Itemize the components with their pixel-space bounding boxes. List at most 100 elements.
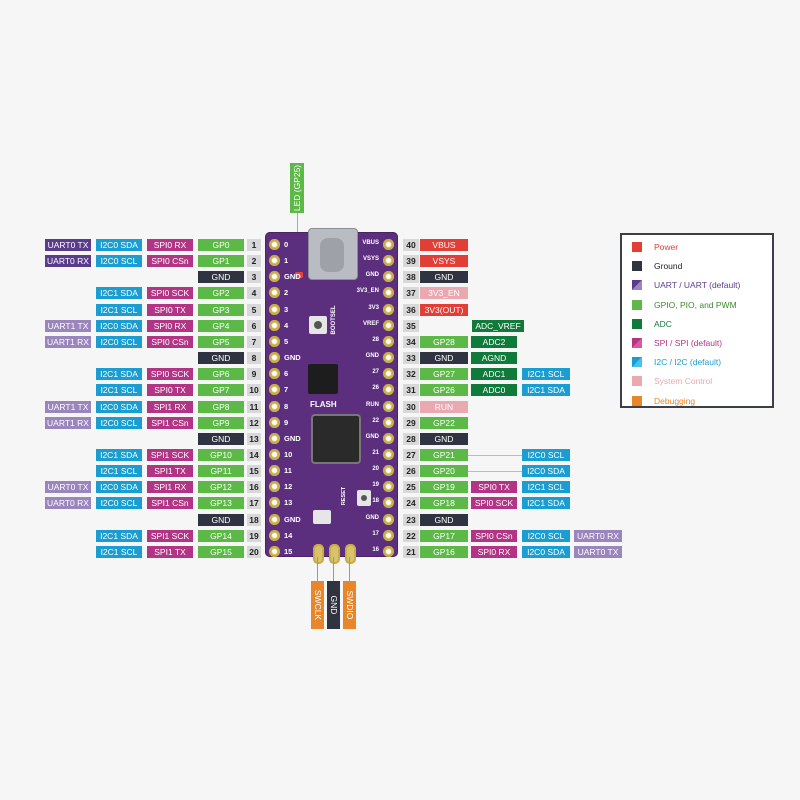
pin-label-i2c: I2C1 SDA bbox=[522, 497, 570, 510]
pin-number: 36 bbox=[403, 303, 419, 316]
pin-label-gpio: GP14 bbox=[198, 529, 244, 542]
pin-label-i2c: I2C0 SDA bbox=[96, 239, 142, 251]
silk-label: GND bbox=[365, 353, 379, 360]
pin-pad bbox=[269, 384, 280, 396]
debug-leader bbox=[333, 557, 334, 581]
pin-label-spi: SPI0 TX bbox=[471, 481, 517, 494]
legend-item-spi: SPI / SPI (default) bbox=[630, 337, 770, 349]
debug-leader bbox=[349, 557, 350, 581]
pin-label-i2c: I2C1 SCL bbox=[522, 481, 570, 494]
legend-text: Debugging bbox=[654, 395, 696, 406]
pin-number: 33 bbox=[403, 352, 419, 365]
pin-label-gpio: GP22 bbox=[420, 416, 468, 429]
pin-pad bbox=[383, 416, 394, 428]
debug-pad bbox=[345, 544, 356, 564]
silk-label: 1 bbox=[284, 256, 289, 266]
flash-chip bbox=[308, 364, 338, 394]
pin-label-gnd: GND bbox=[198, 513, 244, 526]
pin-label-gpio: GP11 bbox=[198, 465, 244, 478]
silk-label: 9 bbox=[284, 417, 289, 427]
pin-label-i2c: I2C1 SCL bbox=[96, 384, 142, 397]
pin-pad bbox=[269, 448, 280, 460]
pin-pad bbox=[383, 497, 394, 509]
pin-number: 28 bbox=[403, 432, 419, 445]
silk-label: 17 bbox=[372, 530, 379, 537]
bootsel-silk: BOOTSEL bbox=[331, 305, 337, 335]
silk-label: 21 bbox=[372, 449, 379, 456]
pin-label-gpio: GP8 bbox=[198, 400, 244, 413]
pin-number: 7 bbox=[247, 335, 261, 348]
pin-label-i2c: I2C0 SCL bbox=[96, 255, 142, 268]
silk-label: VBUS bbox=[362, 240, 379, 246]
pin-label-gpio: GP16 bbox=[420, 545, 468, 558]
pin-number: 20 bbox=[247, 545, 261, 558]
pin-number: 22 bbox=[403, 529, 419, 542]
pin-label-gnd: GND bbox=[198, 352, 244, 365]
legend-swatch bbox=[632, 280, 642, 291]
pin-label-sys: 3V3_EN bbox=[420, 287, 468, 300]
pin-pad bbox=[269, 352, 280, 364]
silk-label: 28 bbox=[372, 336, 379, 343]
pin-number: 13 bbox=[247, 432, 261, 445]
pin-label-spi: SPI1 TX bbox=[147, 545, 193, 558]
pin-label-i2c: I2C0 SDA bbox=[96, 400, 142, 413]
pin-pad bbox=[383, 432, 394, 444]
legend-swatch bbox=[632, 357, 642, 368]
pin-label-i2c: I2C0 SDA bbox=[522, 465, 570, 478]
pin-label-uart: UART0 TX bbox=[45, 481, 91, 494]
legend-swatch bbox=[632, 261, 642, 272]
pin-number: 35 bbox=[403, 319, 419, 332]
pin-pad bbox=[269, 513, 280, 525]
silk-label: 8 bbox=[284, 401, 289, 411]
pin-pad bbox=[383, 319, 394, 331]
pin-number: 39 bbox=[403, 255, 419, 268]
pin-label-i2c: I2C1 SDA bbox=[96, 529, 142, 542]
pin-label-gpio: GP19 bbox=[420, 481, 468, 494]
pin-number: 27 bbox=[403, 448, 419, 461]
silk-label: 27 bbox=[372, 369, 379, 376]
legend-text: UART / UART (default) bbox=[654, 280, 741, 291]
pin-label-sys: RUN bbox=[420, 400, 468, 413]
debug-pad bbox=[329, 544, 340, 564]
leader-line bbox=[468, 471, 522, 473]
legend-swatch bbox=[632, 338, 642, 348]
pin-label-gpio: GP5 bbox=[198, 335, 244, 348]
pin-label-i2c: I2C0 SCL bbox=[522, 448, 570, 461]
pin-label-gpio: GP20 bbox=[420, 465, 468, 478]
silk-label: 4 bbox=[284, 320, 289, 330]
legend-item-dbg: Debugging bbox=[630, 395, 770, 407]
pin-label-uart: UART0 TX bbox=[574, 545, 622, 558]
legend-text: SPI / SPI (default) bbox=[654, 338, 723, 348]
pin-label-gpio: GP13 bbox=[198, 497, 244, 510]
legend-swatch bbox=[632, 242, 642, 252]
pin-label-i2c: I2C1 SDA bbox=[522, 384, 570, 397]
led-component bbox=[295, 272, 303, 278]
pin-number: 8 bbox=[247, 352, 261, 365]
pin-number: 16 bbox=[247, 481, 261, 494]
pin-pad bbox=[383, 303, 394, 315]
led-label-text: LED (GP25) bbox=[292, 164, 302, 212]
silk-label: 13 bbox=[284, 498, 293, 508]
pin-label-uartd: UART0 TX bbox=[45, 239, 91, 251]
pin-label-i2c: I2C1 SCL bbox=[96, 465, 142, 478]
pin-label-gpio: GP0 bbox=[198, 239, 244, 251]
pin-label-gnd: GND bbox=[420, 352, 468, 365]
pin-pad bbox=[383, 400, 394, 412]
pin-number: 34 bbox=[403, 335, 419, 348]
pin-label-gpio: GP18 bbox=[420, 497, 468, 510]
pin-pad bbox=[383, 545, 394, 557]
silk-label: GND bbox=[365, 433, 379, 440]
silk-label: 18 bbox=[372, 498, 379, 505]
pin-label-gpio: GP28 bbox=[420, 335, 468, 348]
pin-label-spi: SPI1 TX bbox=[147, 465, 193, 478]
pin-pad bbox=[269, 271, 280, 283]
pin-label-i2c: I2C1 SDA bbox=[96, 368, 142, 381]
pin-number: 25 bbox=[403, 481, 419, 494]
pin-label-pwr: 3V3(OUT) bbox=[420, 303, 468, 316]
pin-pad bbox=[269, 545, 280, 557]
pin-label-gpio: GP3 bbox=[198, 303, 244, 316]
pin-label-gpio: GP12 bbox=[198, 481, 244, 494]
pin-label-gnd: GND bbox=[420, 271, 468, 284]
pin-number: 26 bbox=[403, 465, 419, 478]
